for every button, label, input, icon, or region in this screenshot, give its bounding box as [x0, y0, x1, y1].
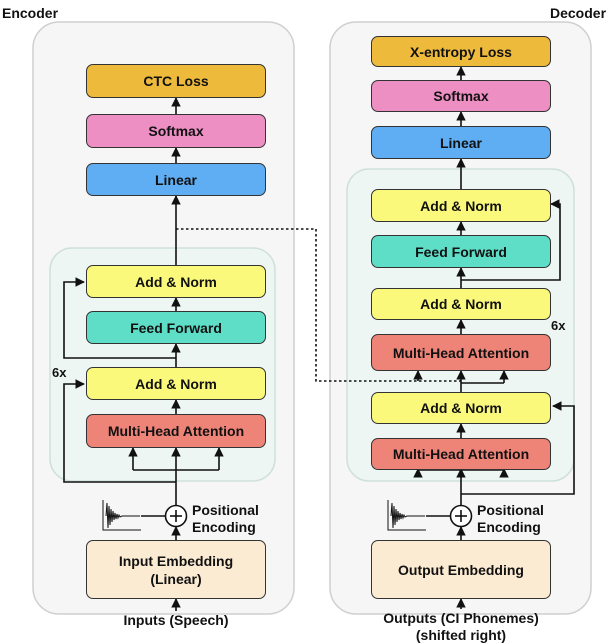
- enc-add-norm-bottom-block: Add & Norm: [86, 367, 266, 400]
- encoder-to-decoder-connection: [176, 228, 461, 382]
- enc-repeat-label: 6x: [52, 365, 67, 380]
- dec-linear-block: Linear: [371, 126, 551, 159]
- enc-multi-head-attention-block: Multi-Head Attention: [86, 414, 266, 448]
- dec-positional-encoding-label: Positional Encoding: [477, 502, 544, 535]
- dec-feed-forward-block: Feed Forward: [371, 235, 551, 268]
- enc-input-embedding-block: Input Embedding (Linear): [86, 540, 266, 599]
- dec-output-embedding-block: Output Embedding: [371, 540, 551, 599]
- enc-adder-icon: [164, 504, 188, 528]
- enc-positional-wave-icon: [102, 500, 141, 531]
- dec-add-norm-top-block: Add & Norm: [371, 189, 551, 222]
- enc-ctc-loss-block: CTC Loss: [86, 64, 266, 98]
- enc-linear-block: Linear: [86, 163, 266, 196]
- dec-softmax-block: Softmax: [371, 80, 551, 112]
- dec-cross-attention-block: Multi-Head Attention: [371, 334, 551, 371]
- dec-add-norm-bottom-block: Add & Norm: [371, 392, 551, 424]
- encoder-title: Encoder: [2, 5, 59, 21]
- dec-xentropy-loss-block: X-entropy Loss: [371, 36, 551, 67]
- enc-add-norm-top-block: Add & Norm: [86, 265, 266, 298]
- enc-feed-forward-block: Feed Forward: [86, 311, 266, 344]
- dec-output-label: Outputs (CI Phonemes) (shifted right): [383, 610, 539, 643]
- dec-residual-self-attention: [461, 401, 575, 495]
- dec-add-norm-mid-block: Add & Norm: [371, 288, 551, 320]
- enc-softmax-block: Softmax: [86, 114, 266, 148]
- dec-adder-icon: [449, 504, 473, 528]
- dec-repeat-label: 6x: [551, 318, 566, 333]
- dec-positional-wave-icon: [387, 500, 426, 531]
- dec-self-attention-block: Multi-Head Attention: [371, 438, 551, 470]
- enc-positional-encoding-label: Positional Encoding: [192, 502, 259, 535]
- enc-residual-attention: [63, 379, 176, 483]
- enc-residual-ff: [63, 277, 176, 359]
- dec-residual-ff: [461, 199, 561, 281]
- enc-input-label: Inputs (Speech): [123, 612, 229, 628]
- decoder-title: Decoder: [550, 5, 607, 21]
